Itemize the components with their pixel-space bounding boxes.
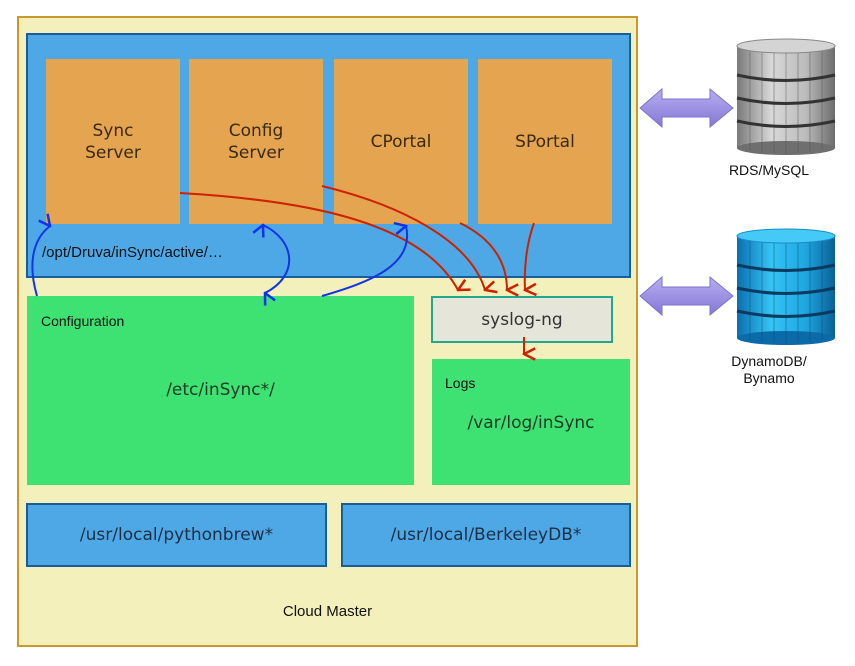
dynamodb-label: DynamoDB/ Bynamo	[709, 353, 829, 387]
server-label: CPortal	[370, 131, 432, 152]
log-arrow-sportal	[525, 222, 534, 290]
log-arrow-sync-server	[179, 192, 458, 290]
server-label-line1: Sync	[92, 120, 134, 141]
rds-connector-arrow	[639, 87, 734, 129]
sportal-box[interactable]: SPortal	[478, 59, 612, 224]
db-label-line1: RDS/MySQL	[728, 162, 810, 178]
configuration-box[interactable]	[27, 296, 414, 485]
rds-mysql-label: RDS/MySQL	[709, 162, 829, 179]
server-label-line2: Server	[85, 142, 141, 163]
config-arrow-sync-server	[31, 226, 50, 297]
berkeleydb-label: /usr/local/BerkeleyDB*	[390, 525, 582, 545]
server-label-line1: Config	[228, 120, 284, 141]
server-label: SPortal	[515, 131, 575, 152]
configuration-title: Configuration	[41, 313, 125, 329]
logs-path: /var/log/inSync	[467, 413, 595, 433]
server-label-line2: Server	[228, 142, 284, 163]
logs-box[interactable]	[432, 359, 630, 485]
database-gray-icon	[736, 38, 836, 155]
db-label-line1: DynamoDB/	[731, 353, 807, 369]
dynamodb-connector-arrow	[639, 275, 734, 317]
config-arrow-config-server	[263, 225, 291, 293]
berkeleydb-box[interactable]: /usr/local/BerkeleyDB*	[341, 503, 631, 567]
cportal-box[interactable]: CPortal	[334, 59, 468, 224]
pythonbrew-box[interactable]: /usr/local/pythonbrew*	[26, 503, 327, 567]
syslog-label: syslog-ng	[481, 309, 563, 330]
config-arrow-cportal	[321, 226, 407, 297]
log-arrow-cportal	[459, 222, 507, 290]
active-path-label: /opt/Druva/inSync/active/…	[42, 244, 223, 261]
pythonbrew-label: /usr/local/pythonbrew*	[79, 525, 274, 545]
db-label-line2: Bynamo	[743, 370, 795, 386]
configuration-path: /etc/inSync*/	[166, 380, 275, 400]
database-blue-icon	[736, 228, 836, 345]
cloud-master-label: Cloud Master	[282, 603, 373, 620]
syslog-ng-box[interactable]: syslog-ng	[431, 296, 613, 343]
logs-title: Logs	[445, 375, 476, 391]
log-arrow-config-server	[321, 185, 485, 290]
